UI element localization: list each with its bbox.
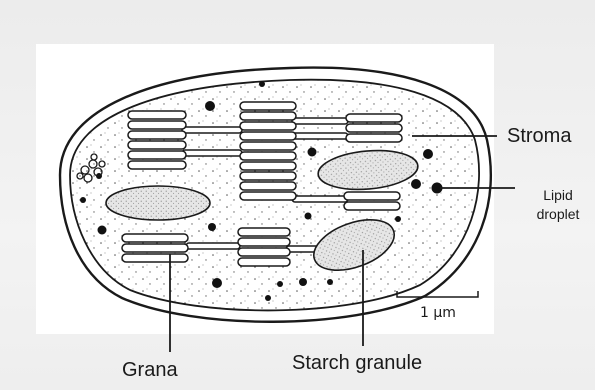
lipid-droplet-label: Lipid droplet — [530, 186, 586, 224]
granum-stack — [122, 234, 188, 262]
granum-stack — [346, 114, 402, 142]
stroma-label: Stroma — [507, 126, 571, 146]
scale-bar-label: 1 µm — [420, 306, 456, 320]
starch-granule — [106, 186, 210, 220]
starch-granule-label: Starch granule — [292, 353, 422, 373]
grana-label: Grana — [122, 360, 178, 380]
